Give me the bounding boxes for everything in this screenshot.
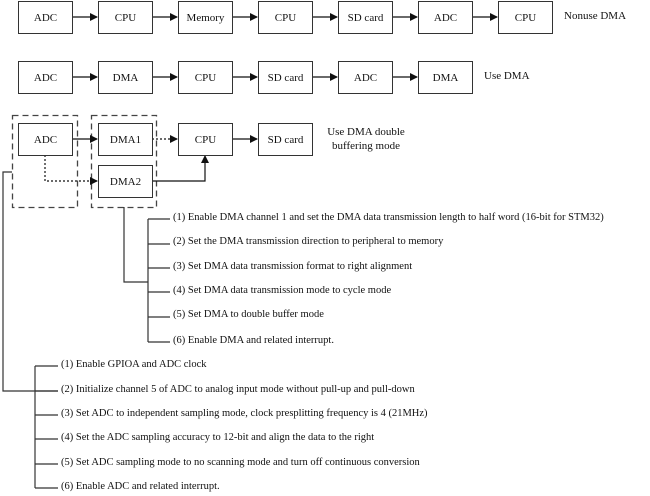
node-sd-card: SD card [338, 1, 393, 34]
node-dma: DMA [98, 61, 153, 94]
node-adc: ADC [338, 61, 393, 94]
node-cpu: CPU [498, 1, 553, 34]
label-line-1: Use DMA double [327, 126, 405, 138]
label-line-2: buffering mode [332, 140, 400, 152]
node-dma2: DMA2 [98, 165, 153, 198]
dma-step: (1) Enable DMA channel 1 and set the DMA… [173, 212, 604, 223]
dma-step: (2) Set the DMA transmission direction t… [173, 236, 444, 247]
flow-arrows [73, 13, 498, 81]
adc-step: (1) Enable GPIOA and ADC clock [61, 359, 207, 370]
adc-step: (6) Enable ADC and related interrupt. [61, 481, 220, 492]
dma-tree-link [123, 207, 148, 283]
node-adc: ADC [18, 1, 73, 34]
arrow-adc-dma2-dotted [44, 155, 98, 185]
adc-tree-link [2, 171, 58, 392]
node-adc: ADC [18, 123, 73, 156]
node-cpu: CPU [98, 1, 153, 34]
node-adc: ADC [418, 1, 473, 34]
node-cpu: CPU [178, 123, 233, 156]
dma-step: (4) Set DMA data transmission mode to cy… [173, 285, 392, 296]
flow-label-double-buffer: Use DMA double buffering mode [322, 125, 410, 153]
adc-step: (3) Set ADC to independent sampling mode… [61, 408, 428, 419]
node-sd-card: SD card [258, 61, 313, 94]
node-dma: DMA [418, 61, 473, 94]
adc-step: (5) Set ADC sampling mode to no scanning… [61, 457, 420, 468]
flow-label-nonuse-dma: Nonuse DMA [564, 10, 627, 22]
node-sd-card: SD card [258, 123, 313, 156]
dma-step: (6) Enable DMA and related interrupt. [173, 335, 334, 346]
adc-step: (2) Initialize channel 5 of ADC to analo… [61, 384, 415, 395]
dma-step: (5) Set DMA to double buffer mode [173, 309, 324, 320]
dma-tree-ticks [148, 218, 170, 343]
dma-group-dashed-frame [90, 114, 158, 209]
node-adc: ADC [18, 61, 73, 94]
node-memory: Memory [178, 1, 233, 34]
node-cpu: CPU [258, 1, 313, 34]
adc-step: (4) Set the ADC sampling accuracy to 12-… [61, 432, 375, 443]
node-dma1: DMA1 [98, 123, 153, 156]
adc-tree-ticks [35, 365, 58, 489]
dma-step: (3) Set DMA data transmission format to … [173, 261, 413, 272]
flow-label-use-dma: Use DMA [484, 70, 530, 82]
adc-group-dashed-frame [11, 114, 79, 209]
arrow-dma2-cpu [152, 155, 209, 182]
node-cpu: CPU [178, 61, 233, 94]
